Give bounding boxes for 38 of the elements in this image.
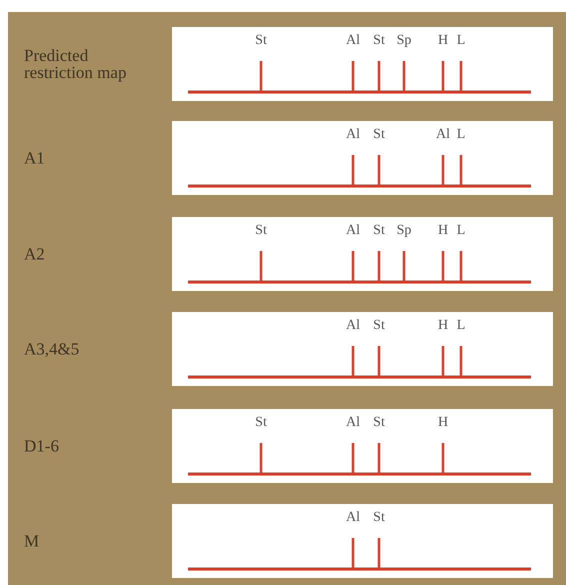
map-panel xyxy=(172,504,553,578)
map-panel xyxy=(172,121,553,195)
site-label: L xyxy=(456,127,466,143)
site-label: St xyxy=(373,127,385,143)
site-label: St xyxy=(255,223,267,239)
row-label: A2 xyxy=(24,246,46,262)
site-label: Sp xyxy=(396,33,412,49)
site-label: Al xyxy=(346,127,360,143)
site-label: L xyxy=(456,223,466,239)
site-label: Al xyxy=(436,127,450,143)
row-label: D1-6 xyxy=(24,438,60,454)
site-label: St xyxy=(373,223,385,239)
row-label: A3,4&5 xyxy=(24,340,80,358)
site-label: St xyxy=(255,33,267,49)
site-label: H xyxy=(438,318,448,334)
map-panel xyxy=(172,217,553,291)
site-label: Al xyxy=(346,33,360,49)
site-label: H xyxy=(438,223,448,239)
site-label: Al xyxy=(346,223,360,239)
site-label: St xyxy=(255,415,267,431)
site-label: St xyxy=(373,33,385,49)
site-label: L xyxy=(456,33,466,49)
map-panel xyxy=(172,312,553,386)
site-label: Al xyxy=(346,510,360,526)
site-label: St xyxy=(373,510,385,526)
site-label: Al xyxy=(346,415,360,431)
row-label: Predicted restriction map xyxy=(24,47,128,81)
site-label: Sp xyxy=(396,223,412,239)
map-panel xyxy=(172,409,553,483)
site-label: St xyxy=(373,415,385,431)
site-label: Al xyxy=(346,318,360,334)
site-label: H xyxy=(438,33,448,49)
map-panel xyxy=(172,27,553,101)
row-label: A1 xyxy=(24,150,46,166)
site-label: St xyxy=(373,318,385,334)
row-label: M xyxy=(24,532,40,550)
site-label: H xyxy=(438,415,448,431)
site-label: L xyxy=(456,318,466,334)
